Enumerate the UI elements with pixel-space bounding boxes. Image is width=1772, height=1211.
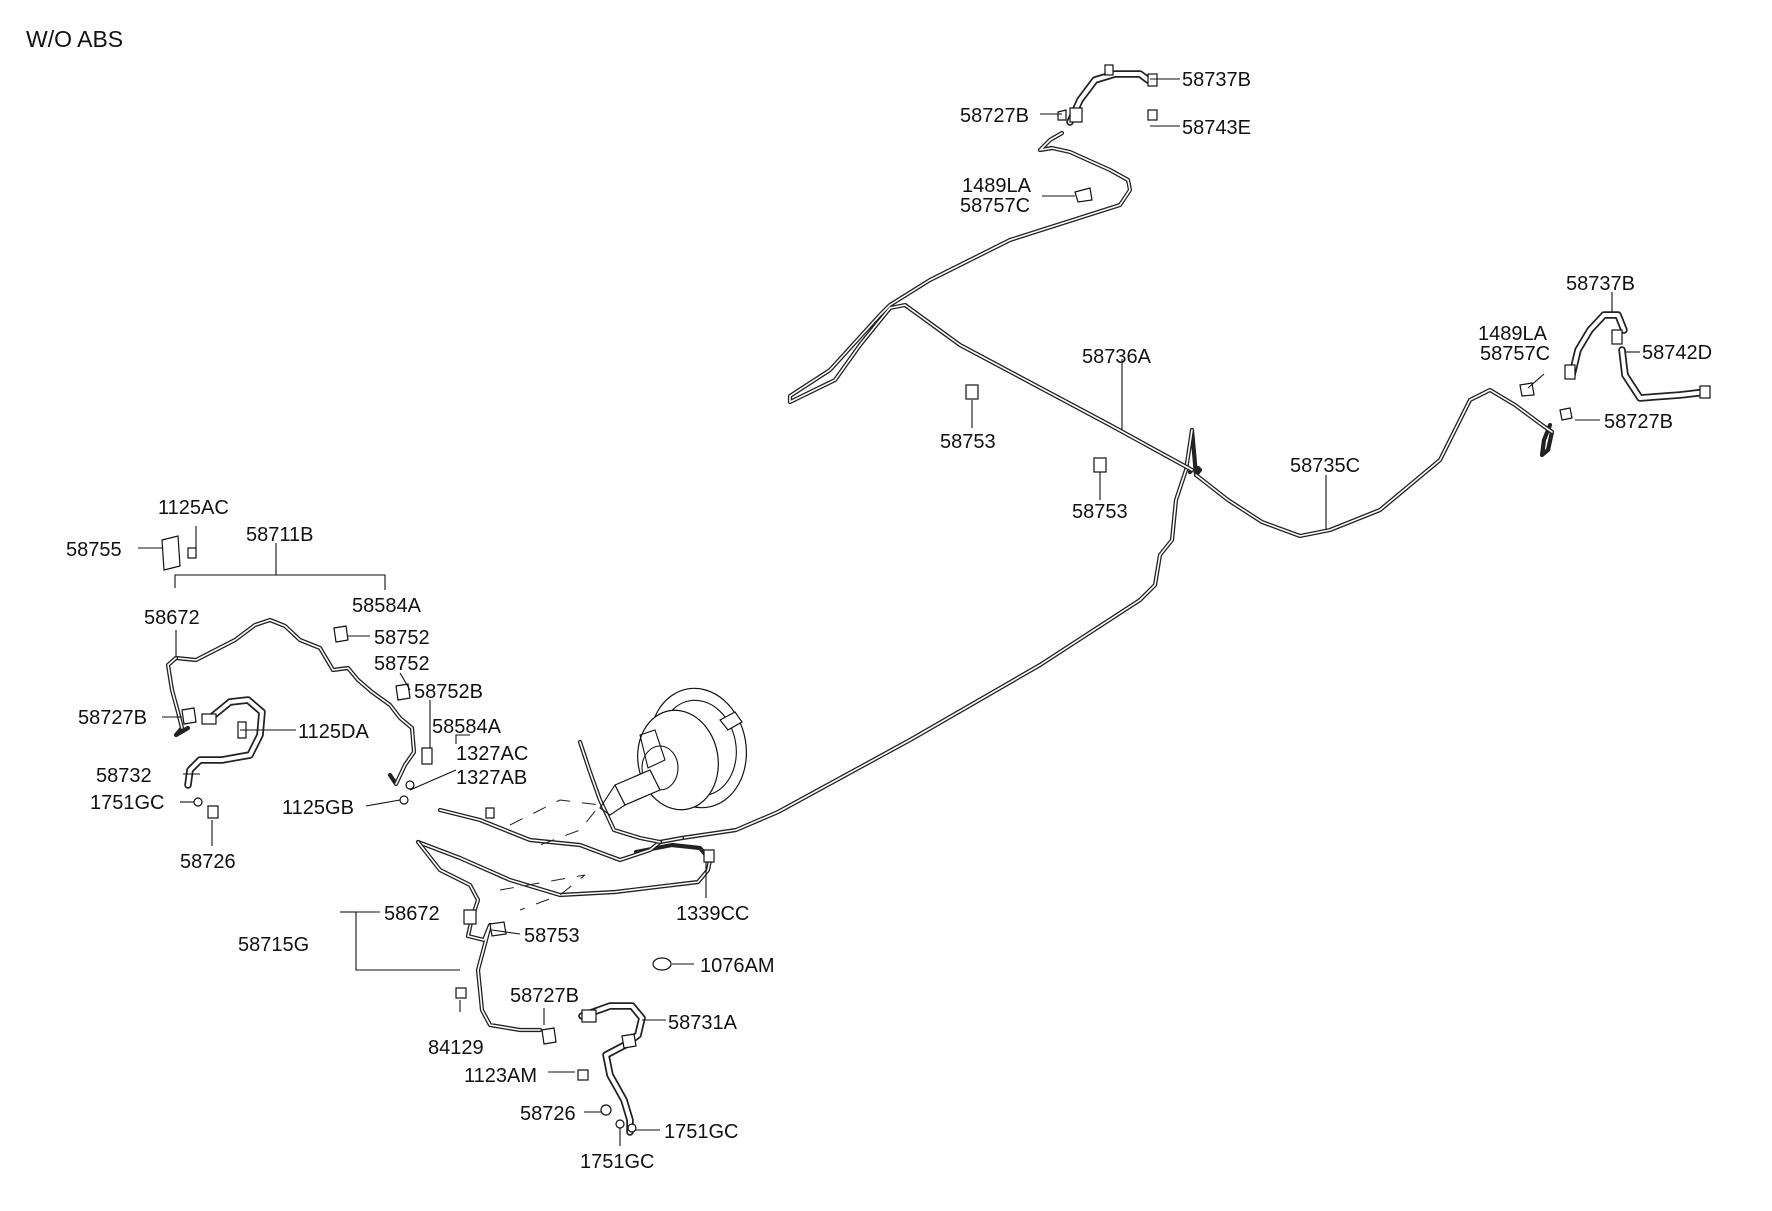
grommet-icon xyxy=(652,957,672,971)
part-labels: 58737B 58727B 58743E 1489LA 58757C 58737… xyxy=(66,69,1712,1173)
bolt-icon xyxy=(187,547,197,559)
washer-icon xyxy=(193,797,203,807)
label-58742D: 58742D xyxy=(1642,342,1712,364)
body-outline xyxy=(499,799,601,911)
fitting-icon xyxy=(581,1009,597,1023)
label-58727B-top: 58727B xyxy=(960,105,1029,127)
leader-lines xyxy=(138,78,1640,1146)
clip-icon xyxy=(703,849,715,863)
fitting-icon xyxy=(1564,364,1576,380)
label-58584A-mid: 58584A xyxy=(432,716,502,738)
label-1751GC-right: 1751GC xyxy=(664,1121,739,1143)
hose-58732 xyxy=(184,696,266,789)
fitting-icon xyxy=(201,713,217,725)
fitting-icon xyxy=(463,909,477,925)
label-1076AM: 1076AM xyxy=(700,955,775,977)
label-58727B-lower: 58727B xyxy=(510,985,579,1007)
fittings xyxy=(161,64,1711,1133)
pipe-58736A xyxy=(679,427,1203,841)
fitting-icon xyxy=(1147,73,1158,87)
label-58757C-top: 58757C xyxy=(960,195,1030,217)
label-58737B-right: 58737B xyxy=(1566,273,1635,295)
label-58672-left: 58672 xyxy=(144,607,200,629)
label-58752-first: 58752 xyxy=(374,627,430,649)
label-1123AM: 1123AM xyxy=(464,1065,537,1087)
washer-icon xyxy=(627,1123,637,1133)
fitting-icon xyxy=(1104,64,1114,76)
bolt-icon xyxy=(577,1069,589,1081)
label-58731A: 58731A xyxy=(668,1012,738,1034)
pipe-58715G xyxy=(415,839,713,898)
clip-icon xyxy=(965,384,979,400)
label-1125AC: 1125AC xyxy=(158,497,229,519)
bracket-icon xyxy=(621,1033,637,1049)
bracket-icon xyxy=(161,535,181,571)
hose-58731A xyxy=(578,1002,646,1136)
bolt-icon xyxy=(485,807,495,819)
label-58752B: 58752B xyxy=(414,681,483,703)
clip-icon xyxy=(1559,407,1573,421)
label-1339CC: 1339CC xyxy=(676,903,749,925)
label-58753-upper: 58753 xyxy=(940,431,996,453)
clip-icon xyxy=(333,625,349,643)
bolt-icon xyxy=(207,805,219,819)
label-58727B-right: 58727B xyxy=(1604,411,1673,433)
clip-icon xyxy=(181,707,197,725)
clip-icon xyxy=(395,683,411,701)
label-58743E: 58743E xyxy=(1182,117,1251,139)
label-1125GB: 1125GB xyxy=(282,797,354,819)
label-58584A-top: 58584A xyxy=(352,595,422,617)
fitting-icon xyxy=(1069,107,1083,123)
label-58736A: 58736A xyxy=(1082,346,1152,368)
label-58732: 58732 xyxy=(96,765,152,787)
nut-icon xyxy=(405,780,415,790)
label-58735C: 58735C xyxy=(1290,455,1360,477)
label-1327AB: 1327AB xyxy=(456,767,527,789)
label-58715G: 58715G xyxy=(238,934,309,956)
washer-icon xyxy=(615,1119,625,1129)
label-58711B: 58711B xyxy=(246,524,313,546)
label-1751GC-left: 1751GC xyxy=(90,792,165,814)
plug-icon xyxy=(455,987,467,999)
brake-booster xyxy=(599,687,748,816)
clip-icon xyxy=(541,1027,557,1045)
fitting-icon xyxy=(1147,109,1158,121)
brake-pipes xyxy=(165,130,1555,1033)
clip-icon xyxy=(1093,457,1107,473)
label-58737B-top: 58737B xyxy=(1182,69,1251,91)
label-84129: 84129 xyxy=(428,1037,484,1059)
label-58727B-left: 58727B xyxy=(78,707,147,729)
pipe-booster-left xyxy=(437,807,685,863)
clip-icon xyxy=(489,921,507,937)
fitting-icon xyxy=(421,747,433,765)
label-58753-lower: 58753 xyxy=(524,925,580,947)
fitting-icon xyxy=(1611,329,1623,345)
label-58757C-right: 58757C xyxy=(1480,343,1550,365)
label-1489LA-top: 1489LA xyxy=(962,175,1032,197)
fitting-icon xyxy=(1699,385,1711,399)
clip-icon xyxy=(1057,109,1067,121)
label-58726-left: 58726 xyxy=(180,851,236,873)
label-58752-second: 58752 xyxy=(374,653,430,675)
diagram-title: W/O ABS xyxy=(26,26,123,52)
label-58753-middle: 58753 xyxy=(1072,501,1128,523)
label-1125DA: 1125DA xyxy=(298,721,369,743)
label-58672-lower: 58672 xyxy=(384,903,440,925)
label-1489LA-right: 1489LA xyxy=(1478,323,1548,345)
label-1751GC-bottom: 1751GC xyxy=(580,1151,655,1173)
label-58755: 58755 xyxy=(66,539,122,561)
label-1327AC: 1327AC xyxy=(456,743,528,765)
bracket-icon xyxy=(1074,187,1093,203)
bolt-icon xyxy=(600,1104,612,1116)
bolt-icon xyxy=(399,795,409,805)
label-58726-lower: 58726 xyxy=(520,1103,576,1125)
